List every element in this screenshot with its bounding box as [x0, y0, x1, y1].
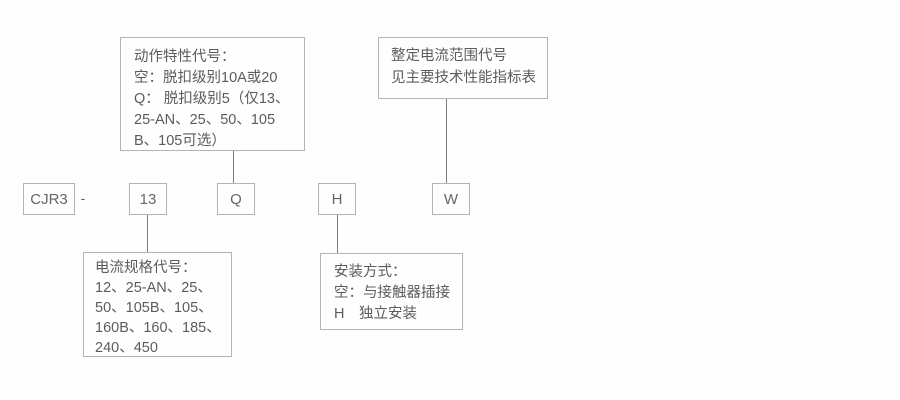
code-box-action-characteristic: Q	[217, 183, 255, 215]
code-separator: -	[80, 190, 86, 206]
callout-line: 50、105B、105、	[95, 300, 213, 316]
callout-line: H 独立安装	[334, 306, 417, 322]
code-box-model-prefix: CJR3	[23, 183, 75, 215]
callout-line: 电流规格代号：	[95, 260, 197, 276]
callout-line: 160B、160、185、	[95, 320, 221, 336]
callout-line: B、105可选）	[134, 133, 226, 149]
callout-line: 动作特性代号：	[134, 49, 236, 65]
connector-13-to-current-spec	[147, 215, 148, 252]
code-box-setting-range: W	[432, 183, 470, 215]
callout-action-characteristic: 动作特性代号： 空：脱扣级别10A或20 Q： 脱扣级别5（仅13、 25-AN…	[120, 37, 305, 151]
callout-line: Q： 脱扣级别5（仅13、	[134, 91, 290, 107]
callout-line: 空：与接触器插接	[334, 285, 450, 301]
callout-line: 12、25-AN、25、	[95, 280, 212, 296]
code-box-current-spec: 13	[129, 183, 167, 215]
callout-current-spec: 电流规格代号： 12、25-AN、25、 50、105B、105、 160B、1…	[83, 252, 232, 357]
callout-line: 25-AN、25、50、105	[134, 112, 276, 128]
callout-setting-current-range: 整定电流范围代号 见主要技术性能指标表	[378, 37, 548, 99]
callout-line: 见主要技术性能指标表	[391, 70, 536, 86]
callout-line: 空：脱扣级别10A或20	[134, 70, 278, 86]
callout-line: 240、450	[95, 340, 158, 356]
connector-action-to-q	[233, 151, 234, 183]
code-box-mounting-mode: H	[318, 183, 356, 215]
callout-line: 安装方式：	[334, 264, 407, 280]
callout-mounting-mode: 安装方式： 空：与接触器插接 H 独立安装	[320, 253, 463, 330]
callout-line: 整定电流范围代号	[391, 48, 507, 64]
connector-h-to-mounting	[337, 215, 338, 253]
connector-setting-to-w	[446, 99, 447, 183]
